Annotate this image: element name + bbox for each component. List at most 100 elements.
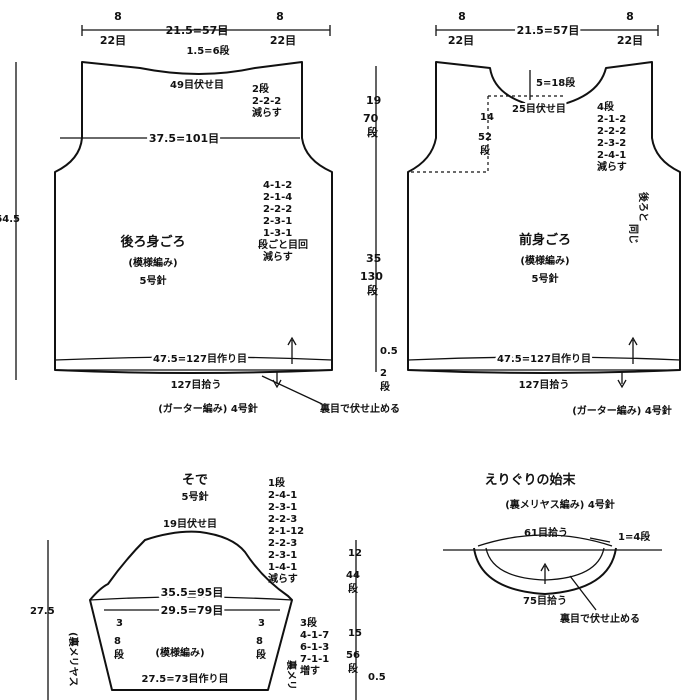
front-neck-dec-1: 2-1-2 <box>597 114 626 125</box>
sleeve-side-rows-unit-left: 段 <box>114 648 124 661</box>
sleeve-total-height: 27.5 <box>30 606 55 617</box>
sleeve-cap-dec-1: 2-4-1 <box>268 490 297 501</box>
armhole-rows-number: 70 <box>363 112 379 125</box>
hem-cm: 0.5 <box>380 346 398 357</box>
back-arm-dec-3: 2-3-1 <box>263 216 292 227</box>
front-neck-dec-2: 2-2-2 <box>597 126 626 137</box>
neck-finish-bind-off-leader <box>569 575 597 611</box>
back-shoulder-right-cm: 8 <box>276 10 284 23</box>
neck-finish-bind-off: 裏目で伏せ止める <box>559 612 640 625</box>
sleeve-side-rows-number-left: 8 <box>114 636 121 647</box>
front-shoulder-left-sts: 22目 <box>448 34 474 47</box>
sleeve-inner-width: 29.5=79目 <box>161 604 224 617</box>
front-neck-width: 21.5=57目 <box>517 24 580 37</box>
back-shoulder-left-sts: 22目 <box>100 34 126 47</box>
back-outline <box>54 61 333 374</box>
front-cast-on: 47.5=127目作り目 <box>497 352 591 365</box>
back-total-height: 54.5 <box>0 214 20 225</box>
front-bodice: 8 22目 21.5=57目 8 22目 5=18段 25目伏せ目 4段 2-1… <box>407 10 681 417</box>
sleeve-inc-4: 増す <box>300 664 320 677</box>
front-neck-dec-4: 2-4-1 <box>597 150 626 161</box>
body-rows-unit: 段 <box>367 283 378 297</box>
sleeve-cap-rows-number: 44 <box>346 570 360 581</box>
back-shoulder-left-cm: 8 <box>114 10 122 23</box>
neck-finish-up-arrow-head <box>540 562 550 572</box>
back-neck-dec-1: 2-2-2 <box>252 96 281 107</box>
front-shoulder-left-cm: 8 <box>458 10 466 23</box>
sleeve-stitch: (模様編み) <box>155 646 204 659</box>
front-neck-cm: 14 <box>480 112 494 123</box>
sleeve-side-rows-number-right: 8 <box>256 636 263 647</box>
front-neck-dec-3: 2-3-2 <box>597 138 626 149</box>
back-shoulder-right-sts: 22目 <box>270 34 296 47</box>
back-neck-dec-0: 2段 <box>252 82 269 95</box>
neck-finish-pick-up-bottom: 75目拾う <box>523 594 567 607</box>
sleeve-title: そで <box>182 473 208 488</box>
back-neck-bind-off: 49目伏せ目 <box>170 78 224 91</box>
front-up-arrow-head <box>628 336 638 346</box>
armhole-cm: 19 <box>366 94 381 107</box>
front-shoulder-right-cm: 8 <box>626 10 634 23</box>
back-bind-off: 裏目で伏せ止める <box>319 402 400 415</box>
back-arm-dec-0: 4-1-2 <box>263 180 292 191</box>
back-pick-up: 127目拾う <box>171 378 222 391</box>
front-same-as-back-1: 後ろと <box>637 192 650 222</box>
front-needle: 5号針 <box>532 272 559 285</box>
sleeve-right-vertical-label: 裏メリ <box>285 659 298 690</box>
back-up-arrow-head <box>287 336 297 346</box>
back-chest-width: 37.5=101目 <box>149 132 219 145</box>
sleeve-cap-dec-4: 2-1-12 <box>268 526 304 537</box>
back-bodice: 8 22目 21.5=57目 8 22目 1.5=6段 49目伏せ目 2段 2-… <box>0 10 400 415</box>
sleeve-needle: 5号針 <box>182 490 209 503</box>
front-outline <box>407 61 681 374</box>
front-title: 前身ごろ <box>519 232 571 248</box>
body-rows-number: 130 <box>360 270 383 283</box>
front-neck-rows-number: 52 <box>478 132 492 143</box>
front-guide-dashed <box>410 96 489 173</box>
sleeve-cap-rows-unit: 段 <box>348 582 358 595</box>
front-down-arrow-head <box>617 379 627 389</box>
body-cm: 35 <box>366 252 381 265</box>
sleeve-hem-cm: 0.5 <box>368 672 386 683</box>
back-arm-dec-5: 段ごと目回 <box>258 238 308 251</box>
front-neck-dec-0: 4段 <box>597 100 614 113</box>
sleeve-cap-dec-6: 2-3-1 <box>268 550 297 561</box>
sleeve-top-bind-off: 19目伏せ目 <box>163 517 217 530</box>
neck-finish-rows-leader <box>589 537 611 543</box>
armhole-rows-unit: 段 <box>367 125 378 139</box>
back-cast-on-curve <box>54 356 333 361</box>
front-neck-rows-unit: 段 <box>480 144 490 157</box>
back-stitch: (模様編み) <box>128 256 177 269</box>
front-neck-dec-5: 減らす <box>597 160 627 173</box>
sleeve-side-cm-left: 3 <box>116 618 123 629</box>
sleeve-cast-on: 27.5=73目作り目 <box>142 672 229 685</box>
neck-finish-top-curve <box>477 534 613 547</box>
sleeve-upper-curve <box>89 596 293 601</box>
sleeve-inc-0: 3段 <box>300 616 317 629</box>
front-neck-bind-off: 25目伏せ目 <box>512 102 566 115</box>
sleeve-inc-1: 4-1-7 <box>300 630 329 641</box>
back-neck-depth: 1.5=6段 <box>186 44 229 57</box>
sleeve-cap-dec-0: 1段 <box>268 476 285 489</box>
middle-dimensions: 19 70 段 35 130 段 0.5 2 段 <box>360 66 398 393</box>
sleeve-lower-rows-number: 56 <box>346 650 360 661</box>
sleeve-lower-rows-unit: 段 <box>348 662 358 675</box>
sleeve-inc-3: 7-1-1 <box>300 654 329 665</box>
neck-finish-rows: 1=4段 <box>618 530 650 543</box>
back-needle: 5号針 <box>140 274 167 287</box>
sleeve-cap-dec-3: 2-2-3 <box>268 514 297 525</box>
hem-rows: 2 <box>380 368 387 379</box>
back-neck-dec-2: 減らす <box>252 106 282 119</box>
sleeve-left-vertical-label: (裏メリヤス <box>67 632 80 687</box>
sleeve-side-cm-right: 3 <box>258 618 265 629</box>
sleeve: そで 5号針 19目伏せ目 1段 2-4-1 2-3-1 2-2-3 2-1-1… <box>30 473 386 700</box>
sleeve-lower-cm: 15 <box>348 628 362 639</box>
sleeve-cap-dec-7: 1-4-1 <box>268 562 297 573</box>
neck-finish-stitch: (裏メリヤス編み) 4号針 <box>505 498 615 511</box>
sleeve-side-rows-unit-right: 段 <box>256 648 266 661</box>
back-cast-on: 47.5=127目作り目 <box>153 352 247 365</box>
sleeve-outline <box>89 530 293 691</box>
back-arm-dec-4: 1-3-1 <box>263 228 292 239</box>
sleeve-width: 35.5=95目 <box>161 586 224 599</box>
